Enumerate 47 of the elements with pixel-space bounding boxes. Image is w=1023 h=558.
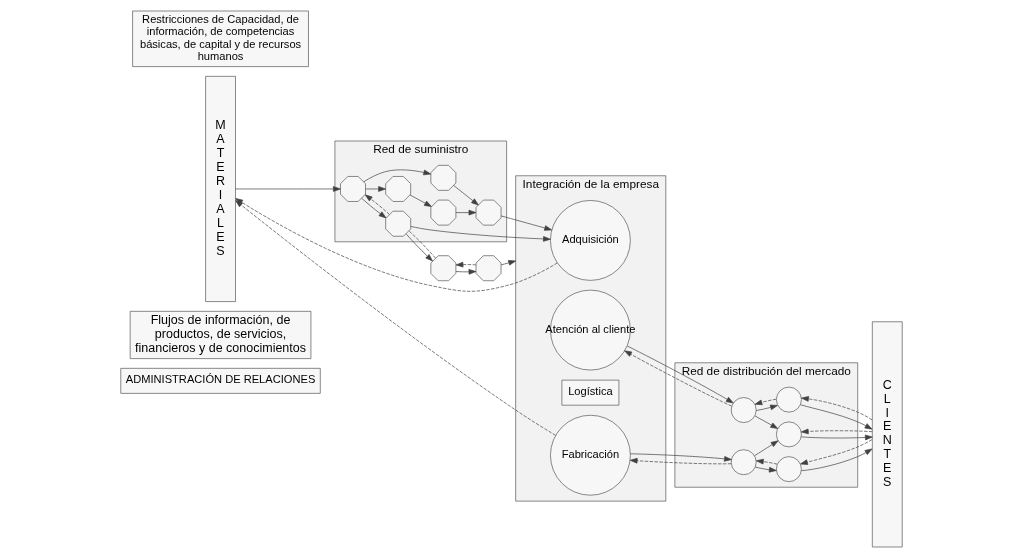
node-box: Logística bbox=[561, 379, 620, 406]
node-octagon bbox=[340, 176, 366, 202]
node-octagon bbox=[475, 255, 502, 282]
arrow bbox=[630, 453, 732, 462]
node-box: ADMINISTRACIÓN DE RELACIONES bbox=[120, 368, 321, 394]
arrow bbox=[410, 226, 551, 242]
arrow bbox=[801, 448, 873, 472]
arrow bbox=[754, 398, 777, 406]
node-octagon bbox=[475, 199, 502, 226]
arrow bbox=[754, 415, 779, 429]
arrow bbox=[235, 186, 341, 192]
node-circle bbox=[730, 397, 757, 423]
arrow bbox=[455, 269, 477, 275]
arrow bbox=[800, 404, 873, 430]
node-box: Flujos de información, de productos, de servicios, financieros y de conocimientos bbox=[129, 310, 312, 359]
arrow bbox=[629, 457, 732, 465]
arrow bbox=[756, 458, 778, 465]
node-octagon bbox=[430, 165, 457, 191]
arrow bbox=[409, 194, 432, 207]
node-octagon bbox=[430, 255, 457, 282]
node-circle bbox=[730, 449, 757, 476]
arrow bbox=[756, 404, 778, 411]
node-circle: Adquisición bbox=[550, 200, 631, 281]
arrow bbox=[500, 215, 552, 231]
arrow bbox=[800, 439, 873, 465]
node-box: Restricciones de Capacidad, de información, de competencias básicas, de capital y de recursos humanos bbox=[132, 10, 309, 67]
arrow bbox=[754, 440, 779, 457]
arrow bbox=[363, 169, 432, 183]
cluster: Red de distribución del mercado bbox=[674, 362, 859, 488]
arrow bbox=[800, 434, 873, 441]
node-octagon bbox=[385, 210, 412, 237]
node-circle bbox=[776, 456, 802, 482]
node-circle bbox=[776, 421, 802, 448]
node-octagon bbox=[385, 176, 412, 202]
node-circle bbox=[776, 386, 802, 413]
node-circle: Fabricación bbox=[550, 414, 631, 496]
arrow bbox=[365, 186, 386, 192]
arrow bbox=[455, 261, 477, 268]
arrow bbox=[754, 466, 777, 473]
node-box: C L I E N T E S bbox=[871, 321, 903, 548]
node-box: M A T E R I A L E S bbox=[205, 76, 236, 302]
arrow bbox=[801, 396, 873, 421]
arrow bbox=[453, 185, 479, 206]
arrow bbox=[500, 260, 516, 266]
node-octagon bbox=[430, 199, 457, 226]
arrow bbox=[455, 209, 477, 216]
arrow bbox=[800, 428, 873, 435]
